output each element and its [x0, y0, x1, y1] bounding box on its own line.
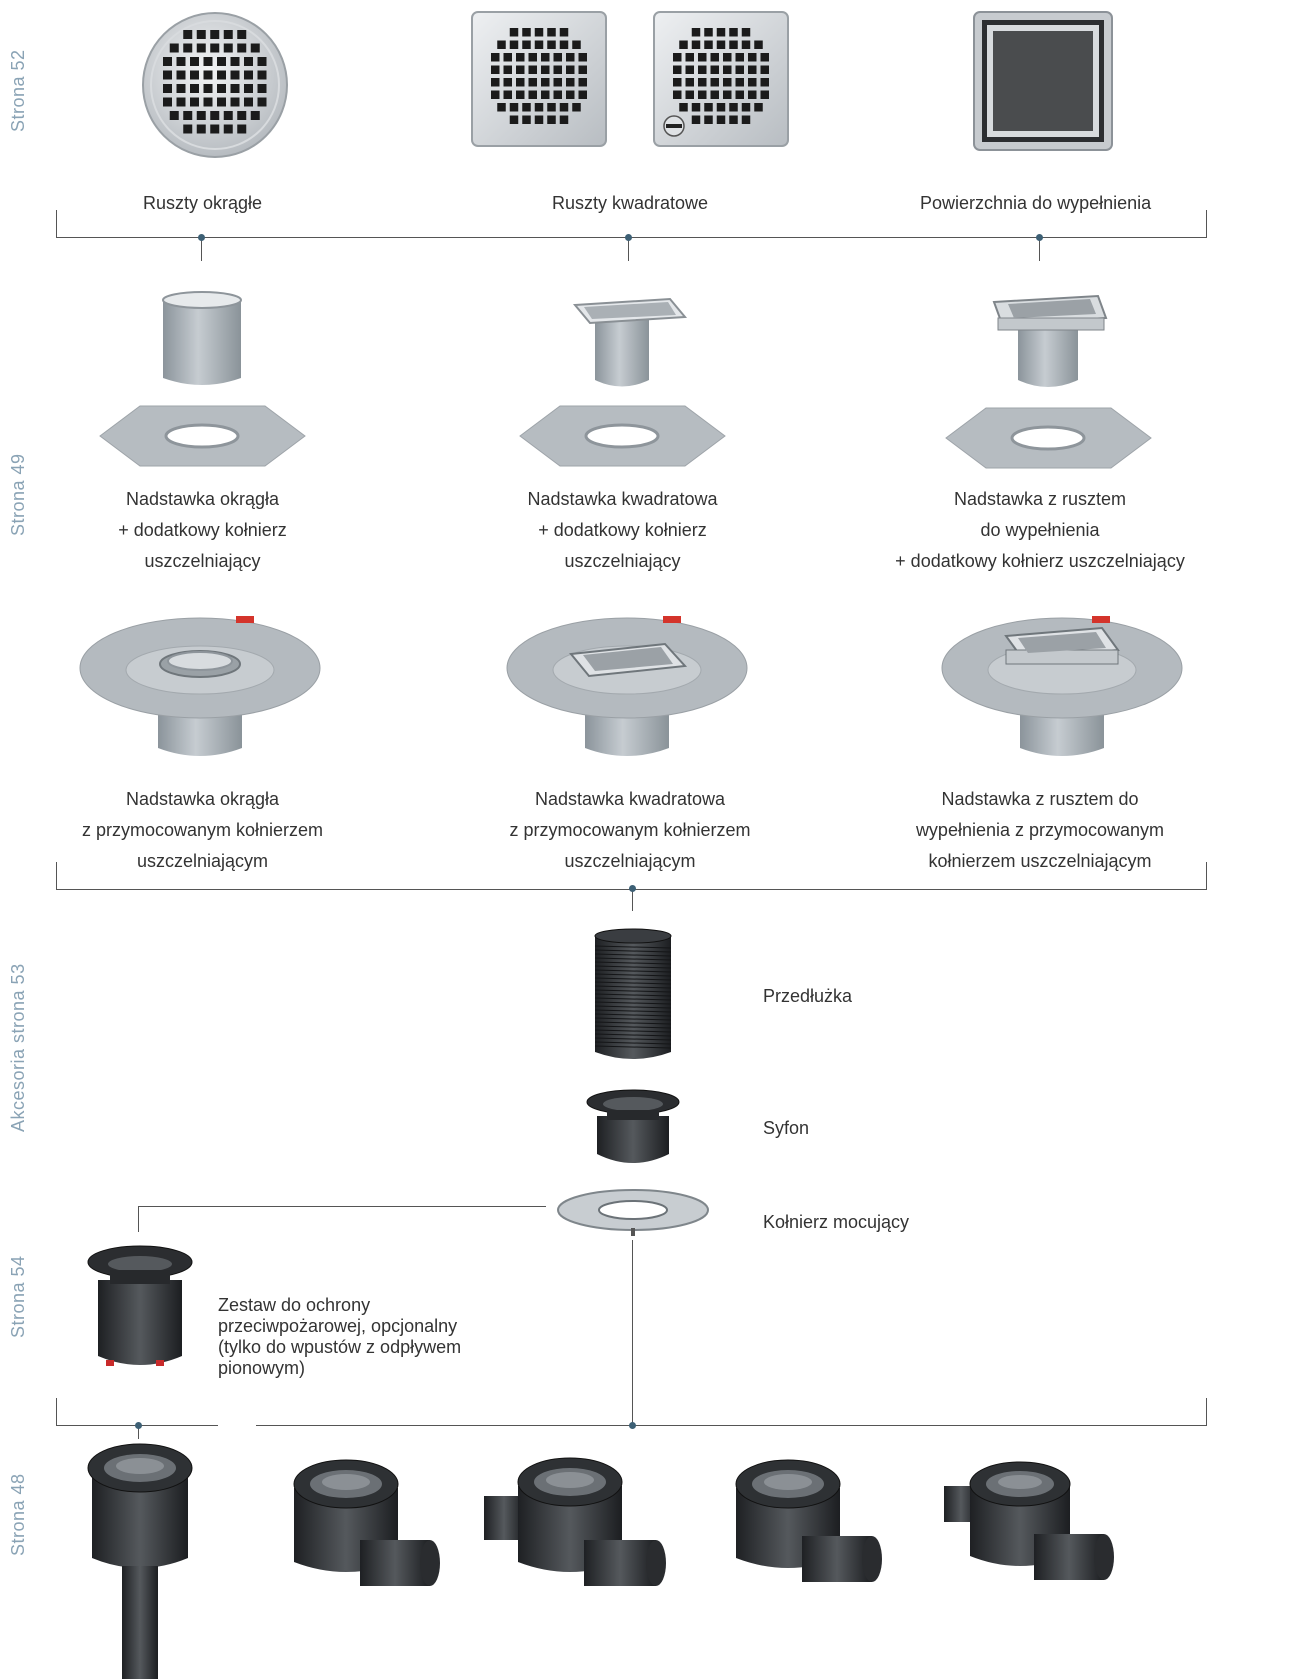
caption-round-gratings: Ruszty okrągłe: [143, 193, 263, 213]
siphon-icon: [586, 1089, 680, 1163]
label-siphon: Syfon: [763, 1118, 810, 1138]
extension-pipe-icon: [594, 928, 672, 1059]
round-grating-icon: [142, 12, 288, 158]
bracket-left-tick: [56, 210, 57, 238]
caption-line: Nadstawka kwadratowa: [534, 789, 726, 809]
caption-line: uszczelniającym: [564, 851, 696, 871]
label-extension: Przedłużka: [763, 986, 853, 1006]
caption-line: uszczelniający: [564, 551, 681, 571]
connector-round: [201, 237, 202, 261]
caption-round-adapter: Nadstawka okrągła + dodatkowy kołnierz u…: [80, 484, 325, 577]
square-grating-lock-icon: [653, 11, 789, 147]
caption-line: z przymocowanym kołnierzem: [81, 820, 324, 840]
side-label-strona-49: Strona 49: [8, 453, 28, 536]
caption-line: do wypełnienia: [980, 520, 1100, 540]
caption-line: wypełnienia z przymocowanym: [915, 820, 1165, 840]
drain-body-icon: [484, 1457, 666, 1586]
connector-square: [628, 237, 629, 261]
main-connector-v: [632, 1240, 633, 1426]
label-flange: Kołnierz mocujący: [763, 1212, 910, 1232]
fill-fixed-flange-icon: [941, 616, 1183, 756]
fire-kit-line: Zestaw do ochrony: [218, 1295, 371, 1315]
drain-body-icon: [944, 1461, 1114, 1580]
tile-insert-grating-icon: [973, 11, 1113, 151]
caption-line: Nadstawka okrągła: [125, 789, 280, 809]
caption-line: Nadstawka kwadratowa: [527, 489, 718, 509]
square-fixed-flange-icon: [506, 616, 748, 756]
fire-kit-line: przeciwpożarowej, opcjonalny: [218, 1316, 458, 1336]
square-adapter-icon: [519, 297, 726, 467]
connector-dot: [629, 885, 636, 892]
caption-line: uszczelniający: [144, 551, 261, 571]
connector-down: [632, 889, 633, 911]
caption-square-adapter: Nadstawka kwadratowa + dodatkowy kołnier…: [500, 484, 745, 577]
bracket-left-tick: [56, 1398, 57, 1426]
bracket-right-tick: [1206, 862, 1207, 890]
fire-kit-line: (tylko do wpustów z odpływem: [218, 1337, 462, 1357]
side-label-strona-52: Strona 52: [8, 49, 28, 132]
caption-line: z przymocowanym kołnierzem: [509, 820, 751, 840]
caption-square-fixed: Nadstawka kwadratowa z przymocowanym koł…: [485, 784, 775, 877]
caption-fill-adapter: Nadstawka z rusztem do wypełnienia + dod…: [880, 484, 1200, 577]
caption-line: uszczelniającym: [136, 851, 269, 871]
caption-line: + dodatkowy kołnierz uszczelniający: [895, 551, 1185, 571]
connector-fill: [1039, 237, 1040, 261]
drain-body-icon: [87, 1443, 193, 1679]
fire-kit-line: pionowym): [218, 1358, 306, 1378]
connector-dot: [135, 1422, 142, 1429]
fire-kit-description: Zestaw do ochrony przeciwpożarowej, opcj…: [218, 1295, 461, 1379]
side-label-strona-48: Strona 48: [8, 1473, 28, 1556]
caption-line: Nadstawka okrągła: [125, 489, 280, 509]
connector-dot: [629, 1422, 636, 1429]
connector-dot: [198, 234, 205, 241]
drain-body-icon: [735, 1459, 882, 1582]
mounting-flange-icon: [557, 1189, 709, 1236]
bracket-left-tick: [56, 862, 57, 890]
connector-dot: [625, 234, 632, 241]
caption-fill-fixed: Nadstawka z rusztem do wypełnienia z prz…: [895, 784, 1185, 877]
caption-line: + dodatkowy kołnierz: [118, 520, 287, 540]
bracket-right-tick: [1206, 1398, 1207, 1426]
fire-kit-connector-v: [138, 1206, 139, 1232]
drain-body-icon: [293, 1459, 440, 1586]
bracket-right-tick: [1206, 210, 1207, 238]
caption-line: kołnierzem uszczelniającym: [928, 851, 1152, 871]
caption-line: + dodatkowy kołnierz: [538, 520, 707, 540]
fire-kit-connector-h: [138, 1206, 546, 1207]
caption-line: Nadstawka z rusztem do: [941, 789, 1139, 809]
round-adapter-icon: [99, 291, 306, 467]
fill-adapter-icon: [945, 294, 1152, 469]
round-fixed-flange-icon: [79, 616, 321, 756]
connector-bottom: [138, 1425, 139, 1439]
caption-round-fixed: Nadstawka okrągła z przymocowanym kołnie…: [60, 784, 345, 877]
caption-fill-surface: Powierzchnia do wypełnienia: [920, 193, 1152, 213]
caption-square-gratings: Ruszty kwadratowe: [552, 193, 709, 213]
side-label-akcesoria: Akcesoria strona 53: [8, 963, 28, 1132]
connector-dot: [1036, 234, 1043, 241]
square-grating-icon: [471, 11, 607, 147]
side-label-strona-54: Strona 54: [8, 1255, 28, 1338]
caption-line: Nadstawka z rusztem: [953, 489, 1127, 509]
fire-protection-kit-icon: [87, 1245, 193, 1366]
bracket-line-bottom-right: [256, 1425, 1207, 1426]
